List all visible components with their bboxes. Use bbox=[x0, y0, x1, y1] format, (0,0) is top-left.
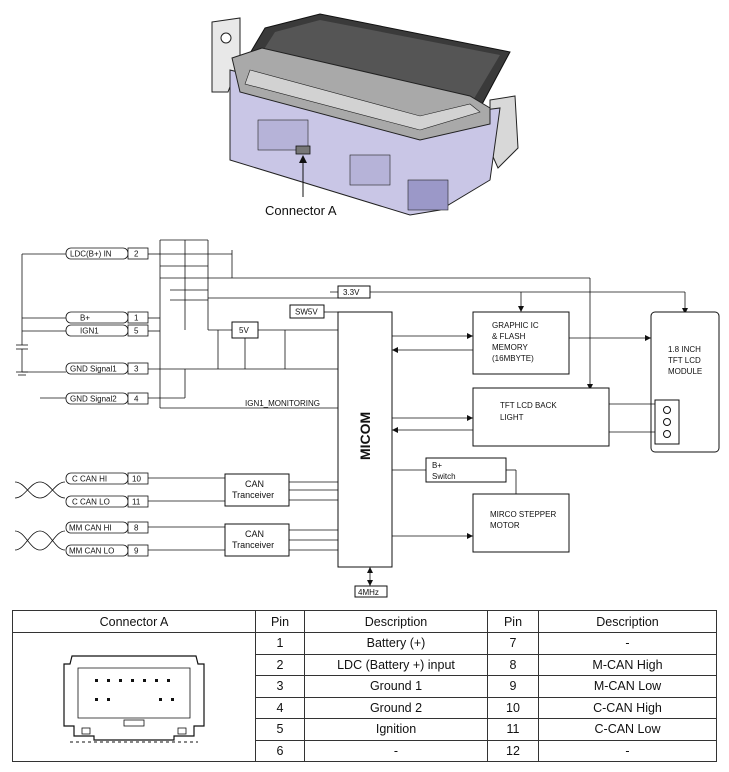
pin-bplus-label: B+ bbox=[80, 314, 90, 323]
row4-desc2: C-CAN High bbox=[538, 696, 717, 719]
lcd-module-block: 1.8 INCH TFT LCD MODULE bbox=[650, 311, 720, 453]
row1-pin2: 7 bbox=[487, 632, 539, 655]
pin-gnd1-label: GND Signal1 bbox=[70, 365, 117, 374]
regulator-5v-label: 5V bbox=[239, 326, 249, 335]
header-description-2: Description bbox=[538, 610, 717, 633]
row6-pin2: 12 bbox=[487, 739, 539, 762]
row1-desc1: Battery (+) bbox=[304, 632, 488, 655]
row6-pin1: 6 bbox=[255, 739, 305, 762]
header-pin-2: Pin bbox=[487, 610, 539, 633]
header-pin-1: Pin bbox=[255, 610, 305, 633]
row2-desc2: M-CAN High bbox=[538, 653, 717, 676]
can2-line1: CAN bbox=[245, 529, 264, 539]
micom-box bbox=[337, 311, 393, 568]
can-transceiver-1 bbox=[224, 473, 290, 507]
stepper-line1: MIRCO STEPPER bbox=[490, 510, 556, 519]
stepper-line2: MOTOR bbox=[490, 521, 520, 530]
table-row: 5 Ignition 11 C-CAN Low bbox=[13, 718, 717, 741]
rail-33v-label: 3.3V bbox=[343, 288, 360, 297]
row1-desc2: - bbox=[538, 632, 717, 655]
can1-line1: CAN bbox=[245, 479, 264, 489]
pin-table: Connector A Pin Description Pin Descript… bbox=[12, 610, 717, 762]
header-connector: Connector A bbox=[12, 610, 256, 633]
row4-pin2: 10 bbox=[487, 696, 539, 719]
pin-mmcan-hi-label: MM CAN HI bbox=[69, 524, 112, 533]
stepper-block: MIRCO STEPPER MOTOR bbox=[392, 493, 570, 553]
row1-pin1: 1 bbox=[255, 632, 305, 655]
sw5v-label: SW5V bbox=[295, 308, 318, 317]
row5-pin2: 11 bbox=[487, 718, 539, 741]
can-transceivers: CAN Tranceiver CAN Tranceiver bbox=[14, 473, 338, 557]
pin-mmcan-hi-num: 8 bbox=[134, 524, 139, 533]
graphic-ic-line2: & FLASH bbox=[492, 332, 526, 341]
pin-gnd2-num: 4 bbox=[134, 395, 139, 404]
pin-ccan-hi-label: C CAN HI bbox=[72, 475, 107, 484]
crystal-box bbox=[354, 585, 388, 598]
crystal-label: 4MHz bbox=[358, 588, 379, 597]
pin-ccan-lo-label: C CAN LO bbox=[72, 498, 110, 507]
table-header-row: Connector A Pin Description Pin Descript… bbox=[12, 610, 717, 633]
pin-ign1-label: IGN1 bbox=[80, 327, 99, 336]
pin-ccan-lo-num: 11 bbox=[132, 498, 141, 507]
bplus-switch-line1: B+ bbox=[432, 461, 442, 470]
header-description-1: Description bbox=[304, 610, 488, 633]
graphic-ic-block: GRAPHIC IC & FLASH MEMORY (16MBYTE) bbox=[392, 311, 651, 375]
backlight-block: TFT LCD BACK LIGHT bbox=[392, 387, 655, 447]
pin-ign1-num: 5 bbox=[134, 327, 139, 336]
row2-desc1: LDC (Battery +) input bbox=[304, 653, 488, 676]
bplus-switch-line2: Switch bbox=[432, 472, 456, 481]
pin-bplus-num: 1 bbox=[134, 314, 139, 323]
connector-a-drawing bbox=[12, 632, 256, 762]
can1-line2: Tranceiver bbox=[232, 490, 274, 500]
row6-desc1: - bbox=[304, 739, 488, 762]
row5-desc2: C-CAN Low bbox=[538, 718, 717, 741]
pin-gnd2-label: GND Signal2 bbox=[70, 395, 117, 404]
connector-a-port bbox=[295, 145, 311, 155]
sw5v-box bbox=[289, 304, 325, 319]
row6-desc2: - bbox=[538, 739, 717, 762]
backlight-line1: TFT LCD BACK bbox=[500, 401, 557, 410]
schematic-diagram: Connector A LDC(B+) IN 2 B+ 1 IGN1 5 GND… bbox=[14, 13, 720, 598]
row3-pin2: 9 bbox=[487, 675, 539, 698]
pin-mmcan-lo-num: 9 bbox=[134, 547, 139, 556]
micom-label: MICOM bbox=[357, 412, 373, 460]
connector-a-callout: Connector A bbox=[265, 203, 337, 218]
backlight-line2: LIGHT bbox=[500, 413, 524, 422]
graphic-ic-line3: MEMORY bbox=[492, 343, 529, 352]
row3-desc2: M-CAN Low bbox=[538, 675, 717, 698]
row2-pin1: 2 bbox=[255, 653, 305, 676]
lcd-module-line3: MODULE bbox=[668, 367, 702, 376]
table-row: 2 LDC (Battery +) input 8 M-CAN High bbox=[13, 653, 717, 676]
pin-ldc-num: 2 bbox=[134, 250, 139, 259]
power-wiring: 5V SW5V 3.3V IGN1_MONITORING bbox=[16, 239, 688, 409]
rail-33v-box bbox=[337, 285, 371, 299]
cluster-illustration: Connector A bbox=[211, 13, 519, 218]
pin-ldc-label: LDC(B+) IN bbox=[70, 250, 112, 259]
pin-mmcan-lo-label: MM CAN LO bbox=[69, 547, 114, 556]
row4-pin1: 4 bbox=[255, 696, 305, 719]
row2-pin2: 8 bbox=[487, 653, 539, 676]
pin-gnd1-num: 3 bbox=[134, 365, 139, 374]
pin-ccan-hi-num: 10 bbox=[132, 475, 141, 484]
row5-pin1: 5 bbox=[255, 718, 305, 741]
row4-desc1: Ground 2 bbox=[304, 696, 488, 719]
lcd-module-line1: 1.8 INCH bbox=[668, 345, 701, 354]
table-row: 6 - 12 - bbox=[13, 739, 717, 762]
pin-connectors: LDC(B+) IN 2 B+ 1 IGN1 5 GND Signal1 3 G… bbox=[22, 247, 149, 557]
table-row: 1 Battery (+) 7 - bbox=[12, 632, 717, 762]
row5-desc1: Ignition bbox=[304, 718, 488, 741]
ign1-monitoring-label: IGN1_MONITORING bbox=[245, 399, 320, 408]
graphic-ic-line4: (16MBYTE) bbox=[492, 354, 534, 363]
lcd-module-line2: TFT LCD bbox=[668, 356, 701, 365]
micom-block: MICOM 4MHz bbox=[337, 311, 393, 598]
row3-desc1: Ground 1 bbox=[304, 675, 488, 698]
can2-line2: Tranceiver bbox=[232, 540, 274, 550]
bplus-switch-block: B+ Switch bbox=[392, 457, 517, 494]
row3-pin1: 3 bbox=[255, 675, 305, 698]
graphic-ic-line1: GRAPHIC IC bbox=[492, 321, 539, 330]
